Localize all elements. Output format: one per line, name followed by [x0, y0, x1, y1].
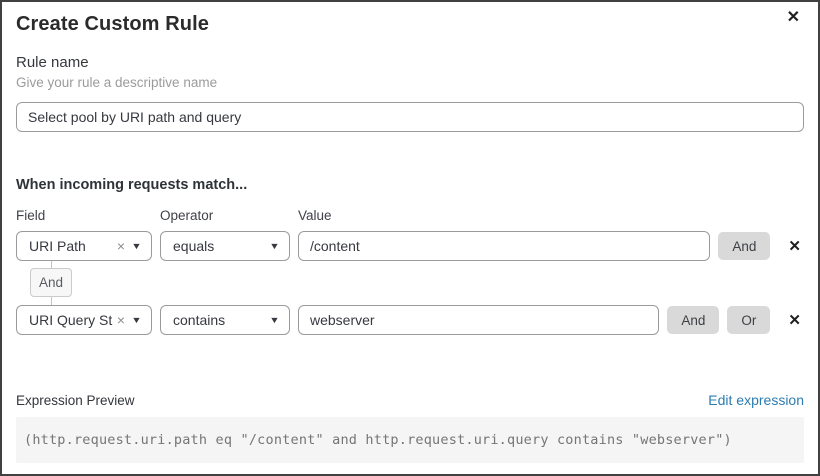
rule-name-hint: Give your rule a descriptive name	[16, 75, 218, 90]
rule-name-label: Rule name	[16, 54, 89, 71]
operator-select-1[interactable]: equals ▼	[160, 231, 290, 261]
dialog-title: Create Custom Rule	[16, 13, 209, 35]
chevron-down-icon: ▼	[131, 314, 142, 325]
close-icon[interactable]: ✕	[783, 8, 804, 28]
expression-code: (http.request.uri.path eq "/content" and…	[24, 432, 732, 448]
value-column-label: Value	[298, 208, 332, 223]
rule-name-section: Rule name Give your rule a descriptive n…	[16, 54, 804, 132]
chevron-down-icon: ▼	[269, 240, 280, 251]
chevron-down-icon: ▼	[269, 314, 280, 325]
operator-select-2-value: contains	[173, 312, 226, 328]
and-connector-badge: And	[30, 268, 72, 297]
operator-select-1-value: equals	[173, 238, 215, 254]
clear-icon[interactable]: ×	[116, 238, 126, 254]
field-select-1[interactable]: URI Path × ▼	[16, 231, 152, 261]
add-and-condition-button-1[interactable]: And	[718, 232, 771, 260]
condition-row-1: URI Path × ▼ equals ▼ And ✕	[16, 231, 804, 261]
add-or-condition-button-2[interactable]: Or	[727, 306, 771, 334]
rule-name-input[interactable]	[16, 102, 804, 132]
connector-line	[50, 261, 52, 268]
field-select-2[interactable]: URI Query St... × ▼	[16, 305, 152, 335]
field-select-1-value: URI Path	[29, 238, 86, 254]
field-select-2-value: URI Query St...	[29, 312, 113, 328]
connector-line	[50, 297, 52, 305]
remove-condition-icon-2[interactable]: ✕	[785, 313, 804, 328]
expression-preview-header: Expression Preview Edit expression	[16, 392, 804, 409]
edit-expression-link[interactable]: Edit expression	[708, 392, 804, 408]
operator-column-label: Operator	[160, 208, 214, 223]
chevron-down-icon: ▼	[131, 240, 142, 251]
field-column-label: Field	[16, 208, 46, 223]
condition-column-labels: Field Operator Value	[16, 208, 804, 224]
expression-preview-label: Expression Preview	[16, 393, 135, 408]
operator-select-2[interactable]: contains ▼	[160, 305, 290, 335]
condition-row-2: URI Query St... × ▼ contains ▼ And Or ✕	[16, 305, 804, 335]
condition-connector: And	[30, 261, 72, 305]
value-input-1[interactable]	[298, 231, 711, 261]
add-and-condition-button-2[interactable]: And	[667, 306, 720, 334]
match-heading: When incoming requests match...	[16, 177, 248, 193]
value-input-2[interactable]	[298, 305, 660, 335]
clear-icon[interactable]: ×	[116, 312, 126, 328]
expression-preview-box: (http.request.uri.path eq "/content" and…	[16, 417, 804, 463]
remove-condition-icon-1[interactable]: ✕	[785, 239, 804, 254]
